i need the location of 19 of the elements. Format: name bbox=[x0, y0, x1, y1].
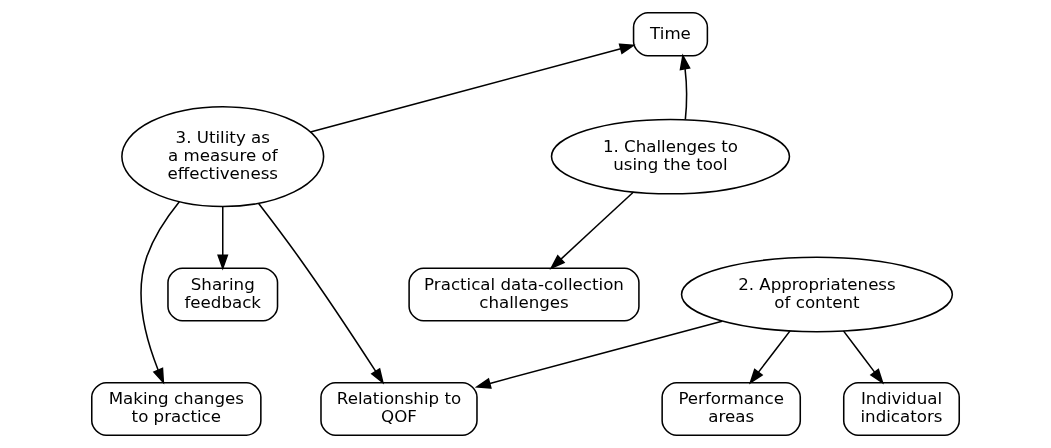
node-box: Time bbox=[632, 12, 709, 57]
arrow bbox=[474, 320, 723, 389]
arrow bbox=[549, 191, 635, 270]
arrow bbox=[217, 205, 229, 271]
node-box: Practical data-collection challenges bbox=[408, 267, 640, 322]
arrow bbox=[257, 202, 385, 385]
node-ellipse: 2. Appropriateness of content bbox=[680, 256, 954, 333]
node-box: Performance areas bbox=[661, 382, 802, 436]
arrow bbox=[679, 53, 691, 121]
arrow bbox=[842, 330, 884, 385]
node-box: Making changes to practice bbox=[91, 382, 262, 436]
arrow bbox=[140, 200, 181, 385]
node-box: Individual indicators bbox=[842, 382, 960, 436]
node-box: Relationship to QOF bbox=[320, 382, 478, 436]
arrow bbox=[309, 43, 636, 133]
node-box: Sharing feedback bbox=[167, 267, 279, 322]
arrow bbox=[748, 330, 791, 385]
node-ellipse: 1. Challenges to using the tool bbox=[550, 118, 791, 195]
node-ellipse: 3. Utility as a measure of effectiveness bbox=[121, 105, 325, 208]
